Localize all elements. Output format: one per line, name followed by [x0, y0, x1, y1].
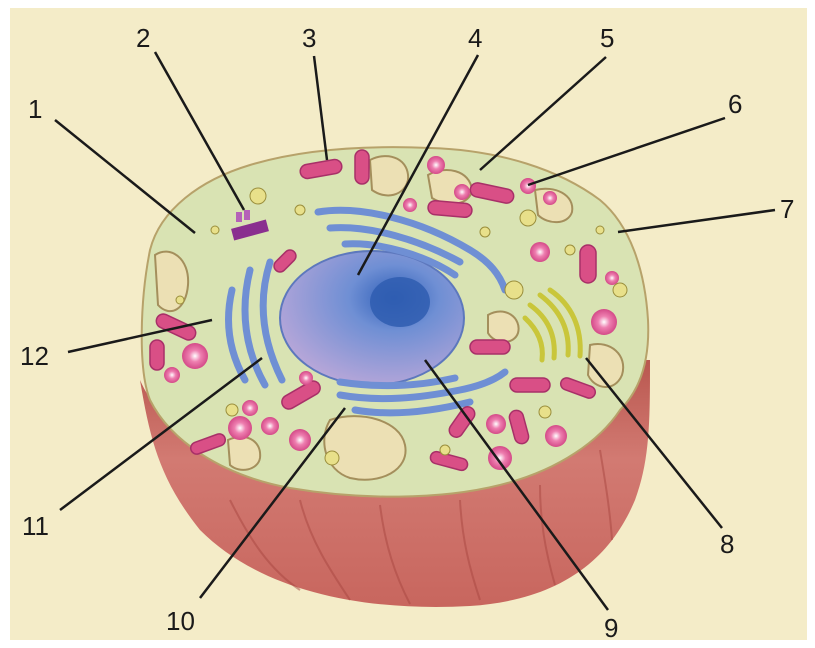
label-12: 12: [20, 341, 49, 371]
label-3: 3: [302, 23, 316, 53]
label-6: 6: [728, 89, 742, 119]
label-1: 1: [28, 94, 42, 124]
label-4: 4: [468, 23, 482, 53]
label-8: 8: [720, 529, 734, 559]
label-5: 5: [600, 23, 614, 53]
label-2: 2: [136, 23, 150, 53]
nucleolus: [370, 277, 430, 327]
label-9: 9: [604, 613, 618, 643]
nucleus: [280, 251, 464, 385]
label-11: 11: [22, 511, 49, 541]
label-10: 10: [166, 606, 195, 636]
label-7: 7: [780, 194, 794, 224]
